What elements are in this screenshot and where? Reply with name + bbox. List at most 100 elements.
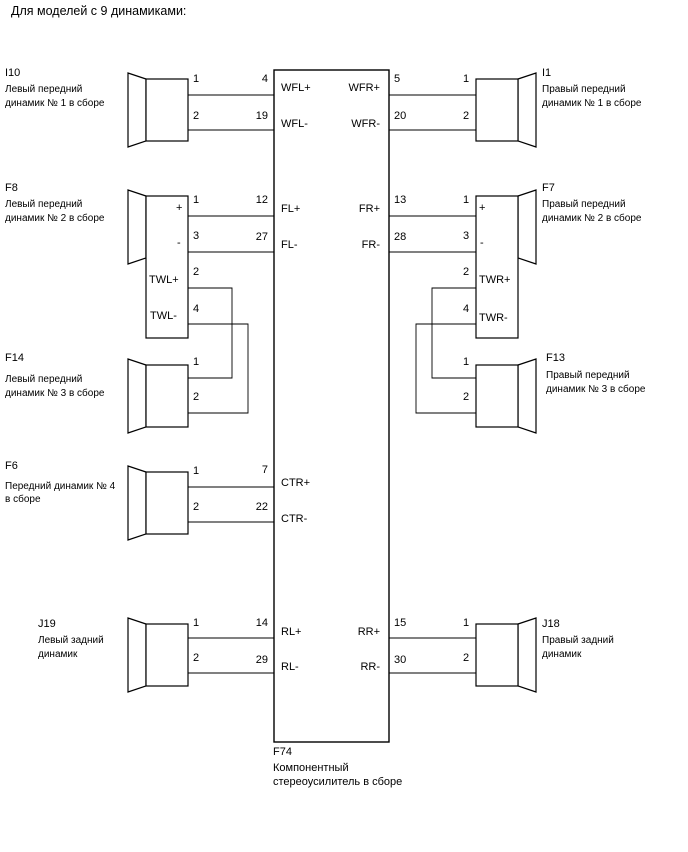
speaker-name-line1: Правый передний <box>546 370 630 381</box>
amplifier-name-line1: Компонентный <box>273 762 349 774</box>
speaker-pin: 2 <box>463 652 469 664</box>
amp-pin-label: FL- <box>281 239 298 251</box>
amplifier-pins-left: 4 WFL+ 19 WFL- 12 FL+ 27 FL- 7 CTR+ 22 C… <box>256 73 311 673</box>
amp-pin-number: 4 <box>262 73 268 85</box>
amp-pin-number: 20 <box>394 110 406 122</box>
speaker-cone-icon <box>127 465 147 541</box>
amp-pin-label: WFR- <box>351 118 380 130</box>
speaker-name-line1: Правый передний <box>542 84 626 95</box>
wire-twl-minus <box>188 323 249 414</box>
amp-pin-number: 5 <box>394 73 400 85</box>
speaker-name-line2: динамик <box>38 649 78 660</box>
amp-pin-label: WFR+ <box>349 82 380 94</box>
wire-twr-plus <box>431 287 476 379</box>
speaker-pin: 2 <box>193 501 199 513</box>
speaker-terminal: - <box>177 237 181 249</box>
speaker-code: I10 <box>5 67 20 79</box>
speaker-cone-icon <box>127 617 147 693</box>
amplifier-pins-right: 5 WFR+ 20 WFR- 13 FR+ 28 FR- 15 RR+ 30 R… <box>349 73 407 673</box>
speaker-name-line2: динамик № 1 в сборе <box>542 97 642 109</box>
amp-pin-number: 28 <box>394 231 406 243</box>
speaker-pin: 2 <box>193 391 199 403</box>
wire-twl-plus <box>188 287 233 379</box>
speaker-pin: 2 <box>193 110 199 122</box>
amp-pin-number: 29 <box>256 654 268 666</box>
speaker-body <box>145 78 189 142</box>
speaker-name-line2: динамик <box>542 649 582 660</box>
amp-pin-number: 7 <box>262 464 268 476</box>
speaker-terminal: TWL+ <box>149 274 179 286</box>
amp-pin-number: 14 <box>256 617 268 629</box>
speaker-body <box>145 471 189 535</box>
speaker-pin: 4 <box>463 303 469 315</box>
speaker-cone-icon <box>517 617 537 693</box>
amp-pin-number: 12 <box>256 194 268 206</box>
amp-pin-label: RR+ <box>358 626 380 638</box>
speaker-cone-icon <box>127 358 147 434</box>
speaker-pin: 1 <box>463 194 469 206</box>
speaker-i10: 1 2 I10 Левый передний динамик № 1 в сбо… <box>5 67 199 148</box>
speaker-name-line1: Левый передний <box>5 374 82 385</box>
speaker-pin: 1 <box>193 617 199 629</box>
speaker-pin: 2 <box>463 391 469 403</box>
wires <box>188 94 476 674</box>
speaker-name-line2: динамик № 3 в сборе <box>5 387 105 399</box>
speaker-name-line2: динамик № 2 в сборе <box>542 212 642 224</box>
speaker-terminal: TWR+ <box>479 274 510 286</box>
speaker-name-line1: Передний динамик № 4 <box>5 481 116 492</box>
amplifier-name-line2: стереоусилитель в сборе <box>273 776 402 788</box>
speaker-pin: 2 <box>193 652 199 664</box>
speaker-terminal: TWR- <box>479 312 508 324</box>
speaker-terminal: + <box>479 202 485 214</box>
speaker-name-line1: Левый задний <box>38 635 104 646</box>
amp-pin-label: WFL- <box>281 118 308 130</box>
speaker-f7: + - TWR+ TWR- 1 3 2 4 F7 Правый передний… <box>463 182 642 339</box>
speaker-terminal: - <box>480 237 484 249</box>
speaker-pin: 2 <box>463 266 469 278</box>
amp-pin-label: FR- <box>362 239 381 251</box>
amp-pin-number: 13 <box>394 194 406 206</box>
speaker-name-line1: Правый передний <box>542 199 626 210</box>
speaker-pin: 1 <box>193 194 199 206</box>
speaker-cone-icon <box>517 189 537 265</box>
speaker-pin: 3 <box>463 230 469 242</box>
speaker-code: J19 <box>38 618 56 630</box>
amp-pin-label: RL- <box>281 661 299 673</box>
speaker-body <box>475 195 519 339</box>
speaker-code: F13 <box>546 352 565 364</box>
speaker-code: F8 <box>5 182 18 194</box>
speaker-name-line1: Левый передний <box>5 84 82 95</box>
wire-twr-minus <box>415 323 476 414</box>
amp-pin-label: CTR+ <box>281 477 310 489</box>
speaker-pin: 1 <box>193 465 199 477</box>
speaker-f13: 1 2 F13 Правый передний динамик № 3 в сб… <box>463 352 646 434</box>
speaker-i1: 1 2 I1 Правый передний динамик № 1 в сбо… <box>463 67 642 148</box>
amp-pin-number: 27 <box>256 231 268 243</box>
speaker-code: F6 <box>5 460 18 472</box>
amp-pin-label: FR+ <box>359 203 380 215</box>
speaker-name-line2: динамик № 3 в сборе <box>546 383 646 395</box>
speaker-cone-icon <box>517 358 537 434</box>
diagram-header: Для моделей с 9 динамиками: <box>11 4 186 18</box>
speaker-f6: 1 2 F6 Передний динамик № 4 в сборе <box>5 460 199 541</box>
speaker-pin: 1 <box>463 356 469 368</box>
speaker-name-line2: динамик № 2 в сборе <box>5 212 105 224</box>
speaker-body <box>475 623 519 687</box>
speaker-terminal: TWL- <box>150 310 177 322</box>
amp-pin-label: RL+ <box>281 626 302 638</box>
amplifier-box <box>273 69 390 743</box>
speaker-name-line1: Левый передний <box>5 199 82 210</box>
amp-pin-number: 22 <box>256 501 268 513</box>
speaker-cone-icon <box>127 72 147 148</box>
speaker-cone-icon <box>517 72 537 148</box>
speaker-pin: 3 <box>193 230 199 242</box>
speaker-j18: 1 2 J18 Правый задний динамик <box>463 617 614 693</box>
speaker-name-line1: Правый задний <box>542 635 614 646</box>
speaker-pin: 1 <box>463 617 469 629</box>
amp-pin-label: RR- <box>360 661 380 673</box>
speaker-code: F7 <box>542 182 555 194</box>
amp-pin-number: 15 <box>394 617 406 629</box>
speaker-pin: 1 <box>463 73 469 85</box>
speaker-pin: 4 <box>193 303 199 315</box>
